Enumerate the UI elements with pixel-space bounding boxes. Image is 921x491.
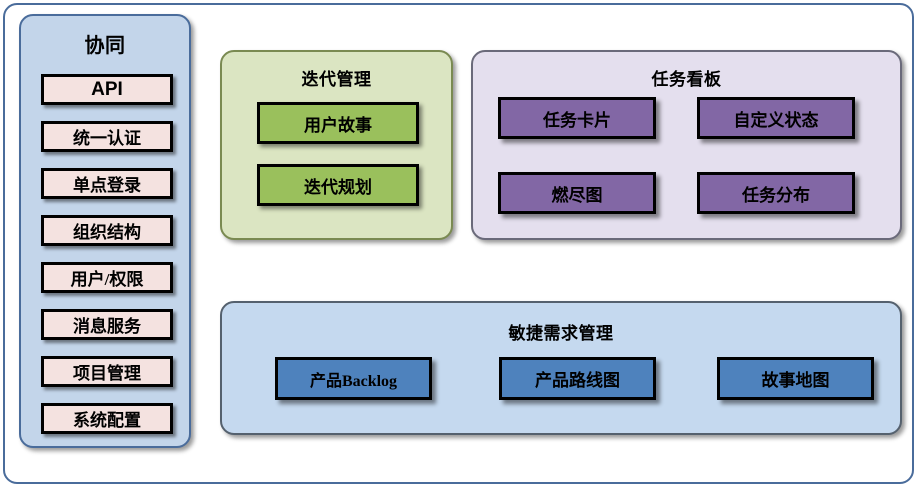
panel-agile-requirements: 敏捷需求管理 产品Backlog 产品路线图 故事地图 xyxy=(220,301,902,435)
panel-taskboard-title: 任务看板 xyxy=(651,70,722,89)
box-task-distribution[interactable]: 任务分布 xyxy=(697,172,855,214)
sidebar-item-org-structure[interactable]: 组织结构 xyxy=(41,215,173,246)
box-user-story[interactable]: 用户故事 xyxy=(257,102,419,144)
panel-task-board: 任务看板 任务卡片 自定义状态 燃尽图 任务分布 xyxy=(471,50,902,240)
box-burndown-chart[interactable]: 燃尽图 xyxy=(498,172,656,214)
box-story-map[interactable]: 故事地图 xyxy=(717,357,874,400)
sidebar-title: 协同 xyxy=(84,35,126,57)
panel-iteration-title: 迭代管理 xyxy=(301,70,372,89)
box-iteration-planning[interactable]: 迭代规划 xyxy=(257,164,419,206)
sidebar-item-api[interactable]: API xyxy=(41,74,173,105)
sidebar-item-sso[interactable]: 单点登录 xyxy=(41,168,173,199)
sidebar-panel-collaboration: 协同 API 统一认证 单点登录 组织结构 用户/权限 消息服务 项目管理 系统… xyxy=(19,14,191,448)
box-product-backlog[interactable]: 产品Backlog xyxy=(275,357,432,400)
box-task-card[interactable]: 任务卡片 xyxy=(498,97,656,139)
panel-iteration-management: 迭代管理 用户故事 迭代规划 xyxy=(220,50,453,240)
box-custom-status[interactable]: 自定义状态 xyxy=(697,97,855,139)
sidebar-item-unified-auth[interactable]: 统一认证 xyxy=(41,121,173,152)
box-product-roadmap[interactable]: 产品路线图 xyxy=(499,357,656,400)
sidebar-item-system-config[interactable]: 系统配置 xyxy=(41,403,173,434)
sidebar-item-project-mgmt[interactable]: 项目管理 xyxy=(41,356,173,387)
diagram-canvas: 协同 API 统一认证 单点登录 组织结构 用户/权限 消息服务 项目管理 系统… xyxy=(3,3,914,484)
sidebar-item-message-service[interactable]: 消息服务 xyxy=(41,309,173,340)
panel-agile-title: 敏捷需求管理 xyxy=(508,324,614,343)
sidebar-item-user-permission[interactable]: 用户/权限 xyxy=(41,262,173,293)
